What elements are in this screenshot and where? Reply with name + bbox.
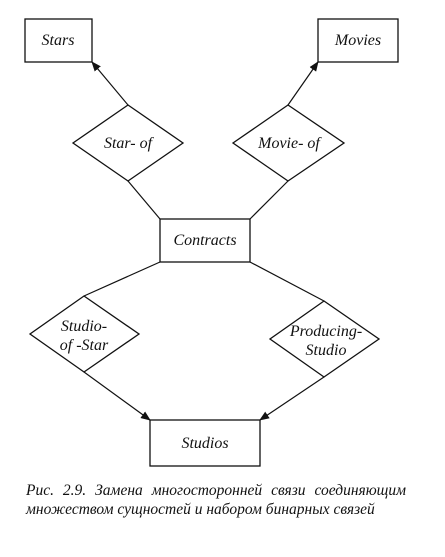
relationship-studio-of-star-label-line2: of -Star — [60, 337, 109, 354]
edge-contracts-producingstudio — [249, 261, 325, 302]
relationship-producing-studio: Producing- Studio — [268, 300, 381, 378]
edge-movieof-movies — [287, 61, 319, 106]
edge-producingstudio-studios — [259, 376, 325, 421]
er-diagram: Stars Movies Contracts Studios Star- of … — [24, 18, 399, 467]
entity-movies: Movies — [317, 18, 399, 63]
entity-studios: Studios — [149, 419, 261, 467]
relationship-movie-of: Movie- of — [231, 104, 346, 182]
relationship-star-of: Star- of — [71, 104, 185, 182]
relationship-producing-studio-label-line1: Producing- — [289, 323, 362, 340]
edge-starof-contracts — [127, 180, 161, 220]
entity-stars-label: Stars — [42, 32, 75, 49]
entity-contracts: Contracts — [159, 218, 251, 263]
edge-starof-stars — [91, 61, 129, 106]
edge-movieof-contracts — [249, 180, 289, 220]
relationship-studio-of-star-label-line1: Studio- — [61, 318, 107, 335]
edge-contracts-studioofstar — [83, 261, 161, 297]
relationship-star-of-label: Star- of — [104, 135, 155, 152]
relationship-producing-studio-label-line2: Studio — [306, 342, 347, 359]
relationship-movie-of-label: Movie- of — [257, 135, 322, 152]
entity-stars: Stars — [24, 18, 93, 63]
figure-caption: Рис. 2.9. Замена многосторонней связи со… — [26, 482, 406, 518]
entity-studios-label: Studios — [181, 435, 228, 452]
entity-contracts-label: Contracts — [173, 232, 236, 249]
relationship-studio-of-star: Studio- of -Star — [28, 295, 141, 373]
entity-movies-label: Movies — [334, 32, 381, 49]
edge-studioofstar-studios — [83, 371, 151, 421]
